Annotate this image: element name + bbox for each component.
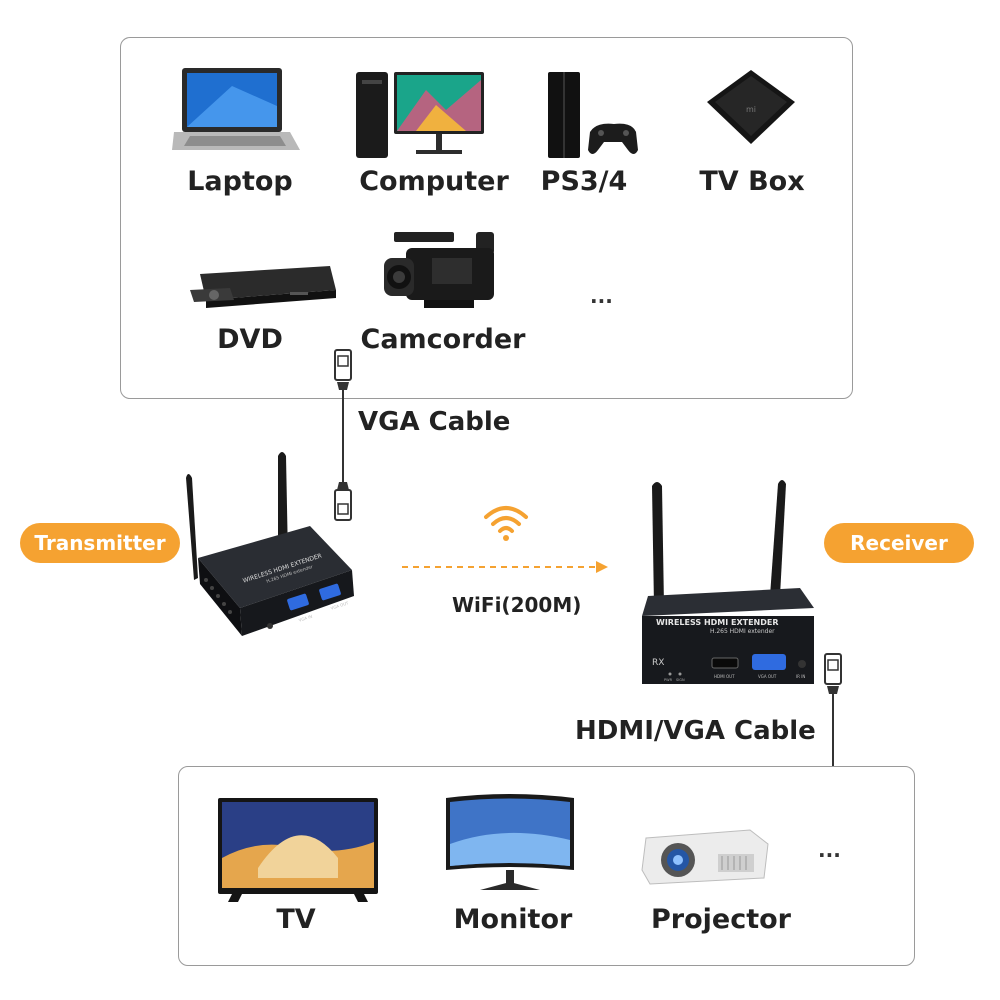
hdmi-vga-cable-label: HDMI/VGA Cable <box>575 716 816 746</box>
source-label-ps: PS3/4 <box>540 166 628 197</box>
monitor-icon <box>444 794 576 894</box>
camcorder-icon <box>384 230 500 316</box>
dvd-player-icon <box>190 262 338 314</box>
rx-vga-label: VGA OUT <box>758 674 777 679</box>
computer-icon <box>356 70 486 162</box>
source-label-camcorder: Camcorder <box>360 324 526 355</box>
transmitter-device: WIRELESS HDMI EXTENDER H.265 HDMI extend… <box>180 450 370 650</box>
wifi-icon <box>484 506 528 541</box>
rx-hdmi-label: HDMI OUT <box>714 674 735 679</box>
rx-brand-text: WIRELESS HDMI EXTENDER <box>656 618 779 627</box>
rx-ir-label: IR IN <box>796 674 806 679</box>
rx-pwr-label: PWR <box>664 678 673 682</box>
receiver-device: WIRELESS HDMI EXTENDER H.265 HDMI extend… <box>640 478 820 688</box>
source-label-laptop: Laptop <box>187 166 293 197</box>
transmitter-badge: Transmitter <box>20 523 180 563</box>
rx-sub-text: H.265 HDMI extender <box>710 628 775 635</box>
receiver-badge: Receiver <box>824 523 974 563</box>
display-label-monitor: Monitor <box>453 904 573 935</box>
wifi-link-arrow <box>402 561 608 573</box>
projector-icon <box>640 826 770 888</box>
display-label-tv: TV <box>276 904 316 935</box>
game-console-icon <box>546 70 638 162</box>
tv-box-icon: mi <box>705 68 797 148</box>
laptop-icon <box>172 66 302 156</box>
source-label-tvbox: TV Box <box>699 166 805 197</box>
source-label-computer: Computer <box>359 166 509 197</box>
tv-icon <box>218 798 378 902</box>
rx-mark-text: RX <box>652 658 665 668</box>
source-label-dvd: DVD <box>217 324 283 355</box>
more-displays-ellipsis: ... <box>818 838 841 862</box>
rx-sig-label: SIGN <box>676 678 685 682</box>
vga-cable-label: VGA Cable <box>358 407 511 437</box>
more-sources-ellipsis: ... <box>590 284 613 308</box>
display-label-projector: Projector <box>651 904 791 935</box>
wifi-range-label: WiFi(200M) <box>452 593 582 617</box>
vga-cable-input <box>334 349 352 521</box>
svg-text:mi: mi <box>746 105 756 114</box>
